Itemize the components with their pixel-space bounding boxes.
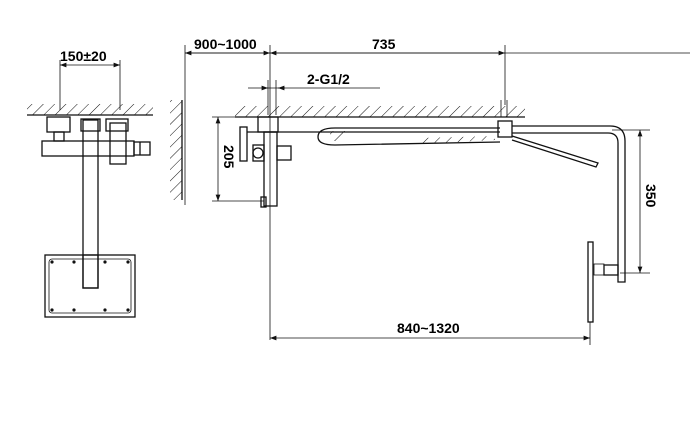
wall-hatch	[170, 100, 182, 200]
handle	[109, 122, 127, 165]
front-view	[27, 60, 153, 318]
valve-handle	[276, 145, 292, 161]
vertical-pipe	[82, 119, 99, 289]
shower-arm	[512, 125, 626, 283]
dim-spacing: 150±20	[60, 48, 107, 64]
dim-wall-distance: 900~1000	[194, 36, 257, 52]
plate-screws	[50, 260, 130, 312]
slide-bar	[511, 135, 599, 168]
ceiling-hatch-side	[235, 106, 525, 117]
wall-plate	[44, 254, 136, 318]
dim-hose-range: 840~1320	[397, 320, 460, 336]
outlet	[133, 141, 151, 156]
mixer-body	[41, 140, 135, 157]
arm-mount	[497, 120, 513, 138]
dim-inlet: 2-G1/2	[307, 71, 350, 87]
hose	[317, 127, 501, 146]
mixer-body-side	[263, 131, 278, 207]
inlet-block-left	[46, 116, 71, 133]
shower-head	[587, 241, 594, 323]
dim-head-drop: 350	[643, 184, 659, 208]
ceiling-hatch	[27, 104, 153, 115]
dim-mixer-height: 205	[221, 145, 237, 169]
dim-arm-length: 735	[372, 36, 396, 52]
mixer-inlet-block	[257, 116, 279, 133]
side-view	[170, 45, 690, 345]
mixer-plate	[239, 126, 248, 162]
